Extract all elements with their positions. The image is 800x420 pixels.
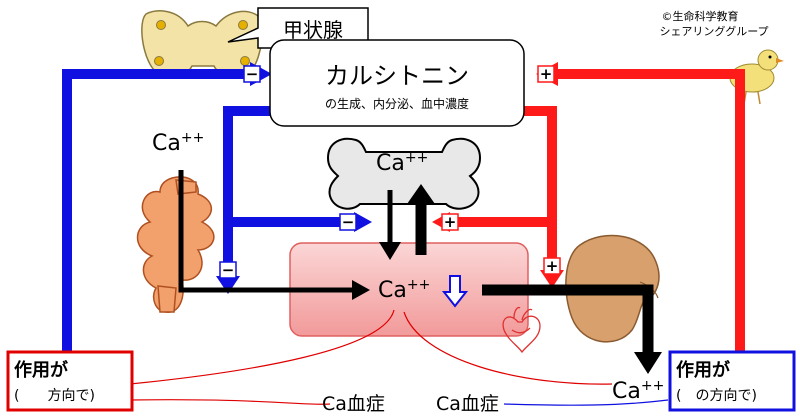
condition-label-right: Ca血症 — [436, 393, 499, 415]
blood-calcium: Ca++ — [378, 277, 430, 303]
kidney-calcium: Ca++ — [612, 378, 664, 404]
svg-text:−: − — [342, 213, 355, 231]
credit-line-2: シェアリンググループ — [659, 24, 768, 38]
blue-feedback-lines — [62, 69, 356, 352]
condition-label-left: Ca血症 — [322, 393, 385, 415]
sign-box-blood-minus: − — [219, 261, 237, 279]
svg-text:+: + — [546, 257, 559, 275]
connector-lines — [129, 309, 669, 406]
blue-arrowhead-to-blood — [216, 276, 240, 294]
credit-line-1: ©生命科学教育 — [662, 9, 739, 23]
heart-icon — [502, 306, 541, 354]
bone-calcium: Ca++ — [376, 150, 428, 176]
bone-icon — [326, 137, 482, 210]
effect-box-left-title: 作用が — [14, 359, 68, 381]
calcitonin-subtitle: の生成、内分泌、血中濃度 — [325, 96, 469, 111]
effect-box-right: 作用が ( の方向で) — [668, 350, 796, 412]
intestine-calcium: Ca++ — [152, 130, 204, 156]
excretion-arrowhead — [634, 352, 662, 374]
decrease-arrow-icon — [441, 275, 469, 308]
effect-box-right-paren: ( の方向で) — [676, 388, 757, 404]
thyroid-callout — [227, 7, 369, 49]
sign-box-top-left: − — [243, 65, 261, 83]
effect-box-right-title: 作用が — [676, 359, 730, 381]
blue-arrowhead-to-bone — [354, 212, 372, 232]
calcitonin-title: カルシトニン — [325, 62, 469, 90]
sign-box-bone-minus: − — [339, 213, 357, 231]
deposition-arrowhead — [379, 242, 401, 260]
resorption-arrowhead — [407, 184, 435, 204]
red-feedback-lines — [448, 69, 745, 352]
svg-text:+: + — [444, 213, 457, 231]
effect-box-left: 作用が ( 方向で) — [6, 350, 134, 412]
sign-box-blood-plus: + — [543, 257, 561, 275]
svg-text:−: − — [246, 65, 259, 83]
sign-box-top-right: + — [537, 65, 555, 83]
absorption-arrowhead — [352, 280, 370, 300]
svg-text:−: − — [222, 261, 235, 279]
calcium-flow-lines — [178, 170, 654, 356]
sign-box-bone-plus: + — [441, 213, 459, 231]
effect-box-left-paren: ( 方向で) — [14, 388, 95, 404]
svg-text:+: + — [540, 65, 553, 83]
thyroid-label: 甲状腺 — [283, 18, 343, 42]
calcitonin-box — [269, 39, 525, 127]
